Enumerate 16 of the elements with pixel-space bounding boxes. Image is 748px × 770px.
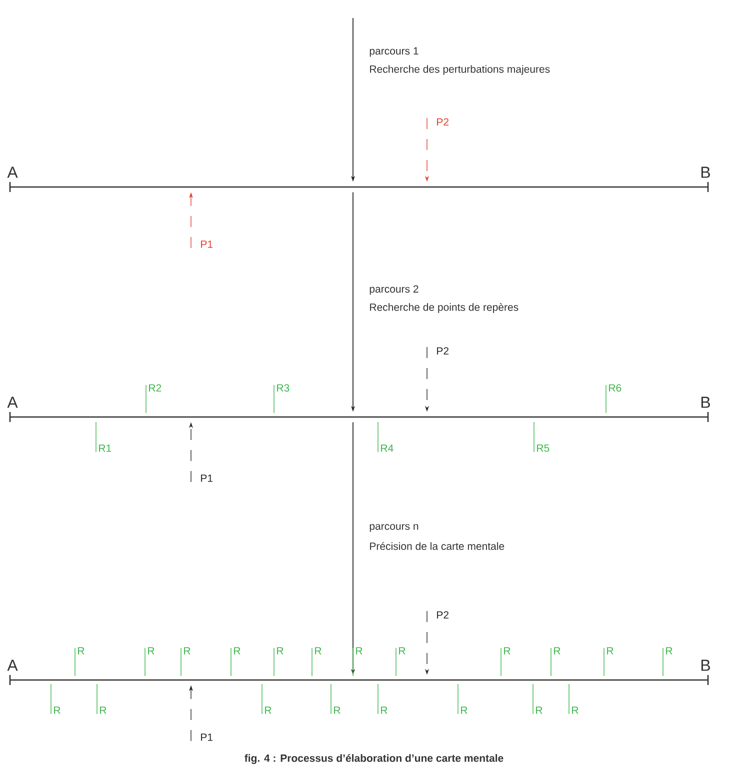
edge-label: parcours 1 <box>368 46 420 58</box>
point-label: P2 <box>437 118 448 126</box>
segment-line: A B <box>7 660 710 686</box>
point-label: P1 <box>201 474 213 482</box>
point-label: P2 <box>437 347 448 355</box>
edge-label: parcours n <box>368 523 420 533</box>
edge-label: parcours 2 <box>368 284 420 296</box>
point-label: P1 <box>201 240 213 248</box>
description-text: Recherche de points de repères <box>368 302 520 314</box>
description-text: Précision de la carte mentale <box>368 541 506 551</box>
segment-line: A B <box>7 166 710 193</box>
caption: fig. 4 : Processus d’élaboration d’une carte mentale <box>244 754 504 764</box>
description-text: Recherche des perturbations majeures <box>368 64 552 76</box>
segment-line: A B <box>7 396 710 423</box>
point-label: P2 <box>437 611 448 619</box>
point-label: P1 <box>201 734 213 741</box>
